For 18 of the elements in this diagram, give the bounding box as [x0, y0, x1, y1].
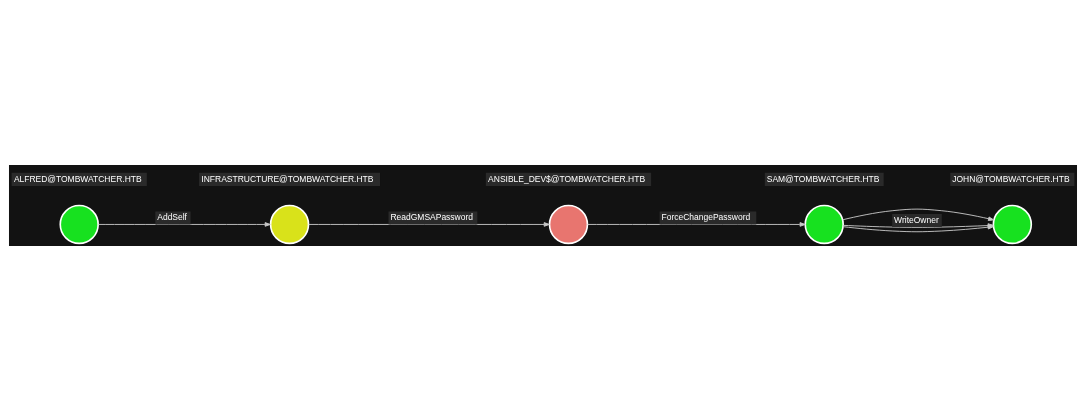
- node-label: ANSIBLE_DEV$@TOMBWATCHER.HTB: [488, 173, 646, 184]
- node-label: ALFRED@TOMBWATCHER.HTB: [13, 173, 142, 184]
- edge-label: ForceChangePassword: [661, 211, 751, 222]
- node-circle: [59, 204, 99, 244]
- node-label: INFRASTRUCTURE@TOMBWATCHER.HTB: [201, 173, 374, 184]
- edge-label: WriteOwner: [894, 214, 939, 225]
- node-circle: [269, 204, 310, 244]
- node-label: JOHN@TOMBWATCHER.HTB: [952, 173, 1070, 184]
- node-circle: [804, 204, 844, 244]
- arrow: [586, 221, 806, 227]
- node-circle: [992, 204, 1033, 244]
- arrow: [308, 221, 550, 227]
- edge-label: AddSelf: [157, 211, 187, 222]
- edge-label: ReadGMSAPassword: [390, 211, 473, 222]
- node-label: SAM@TOMBWATCHER.HTB: [766, 173, 880, 184]
- arrow: [842, 208, 995, 221]
- arrow: [97, 221, 271, 227]
- node-circle: [548, 204, 589, 244]
